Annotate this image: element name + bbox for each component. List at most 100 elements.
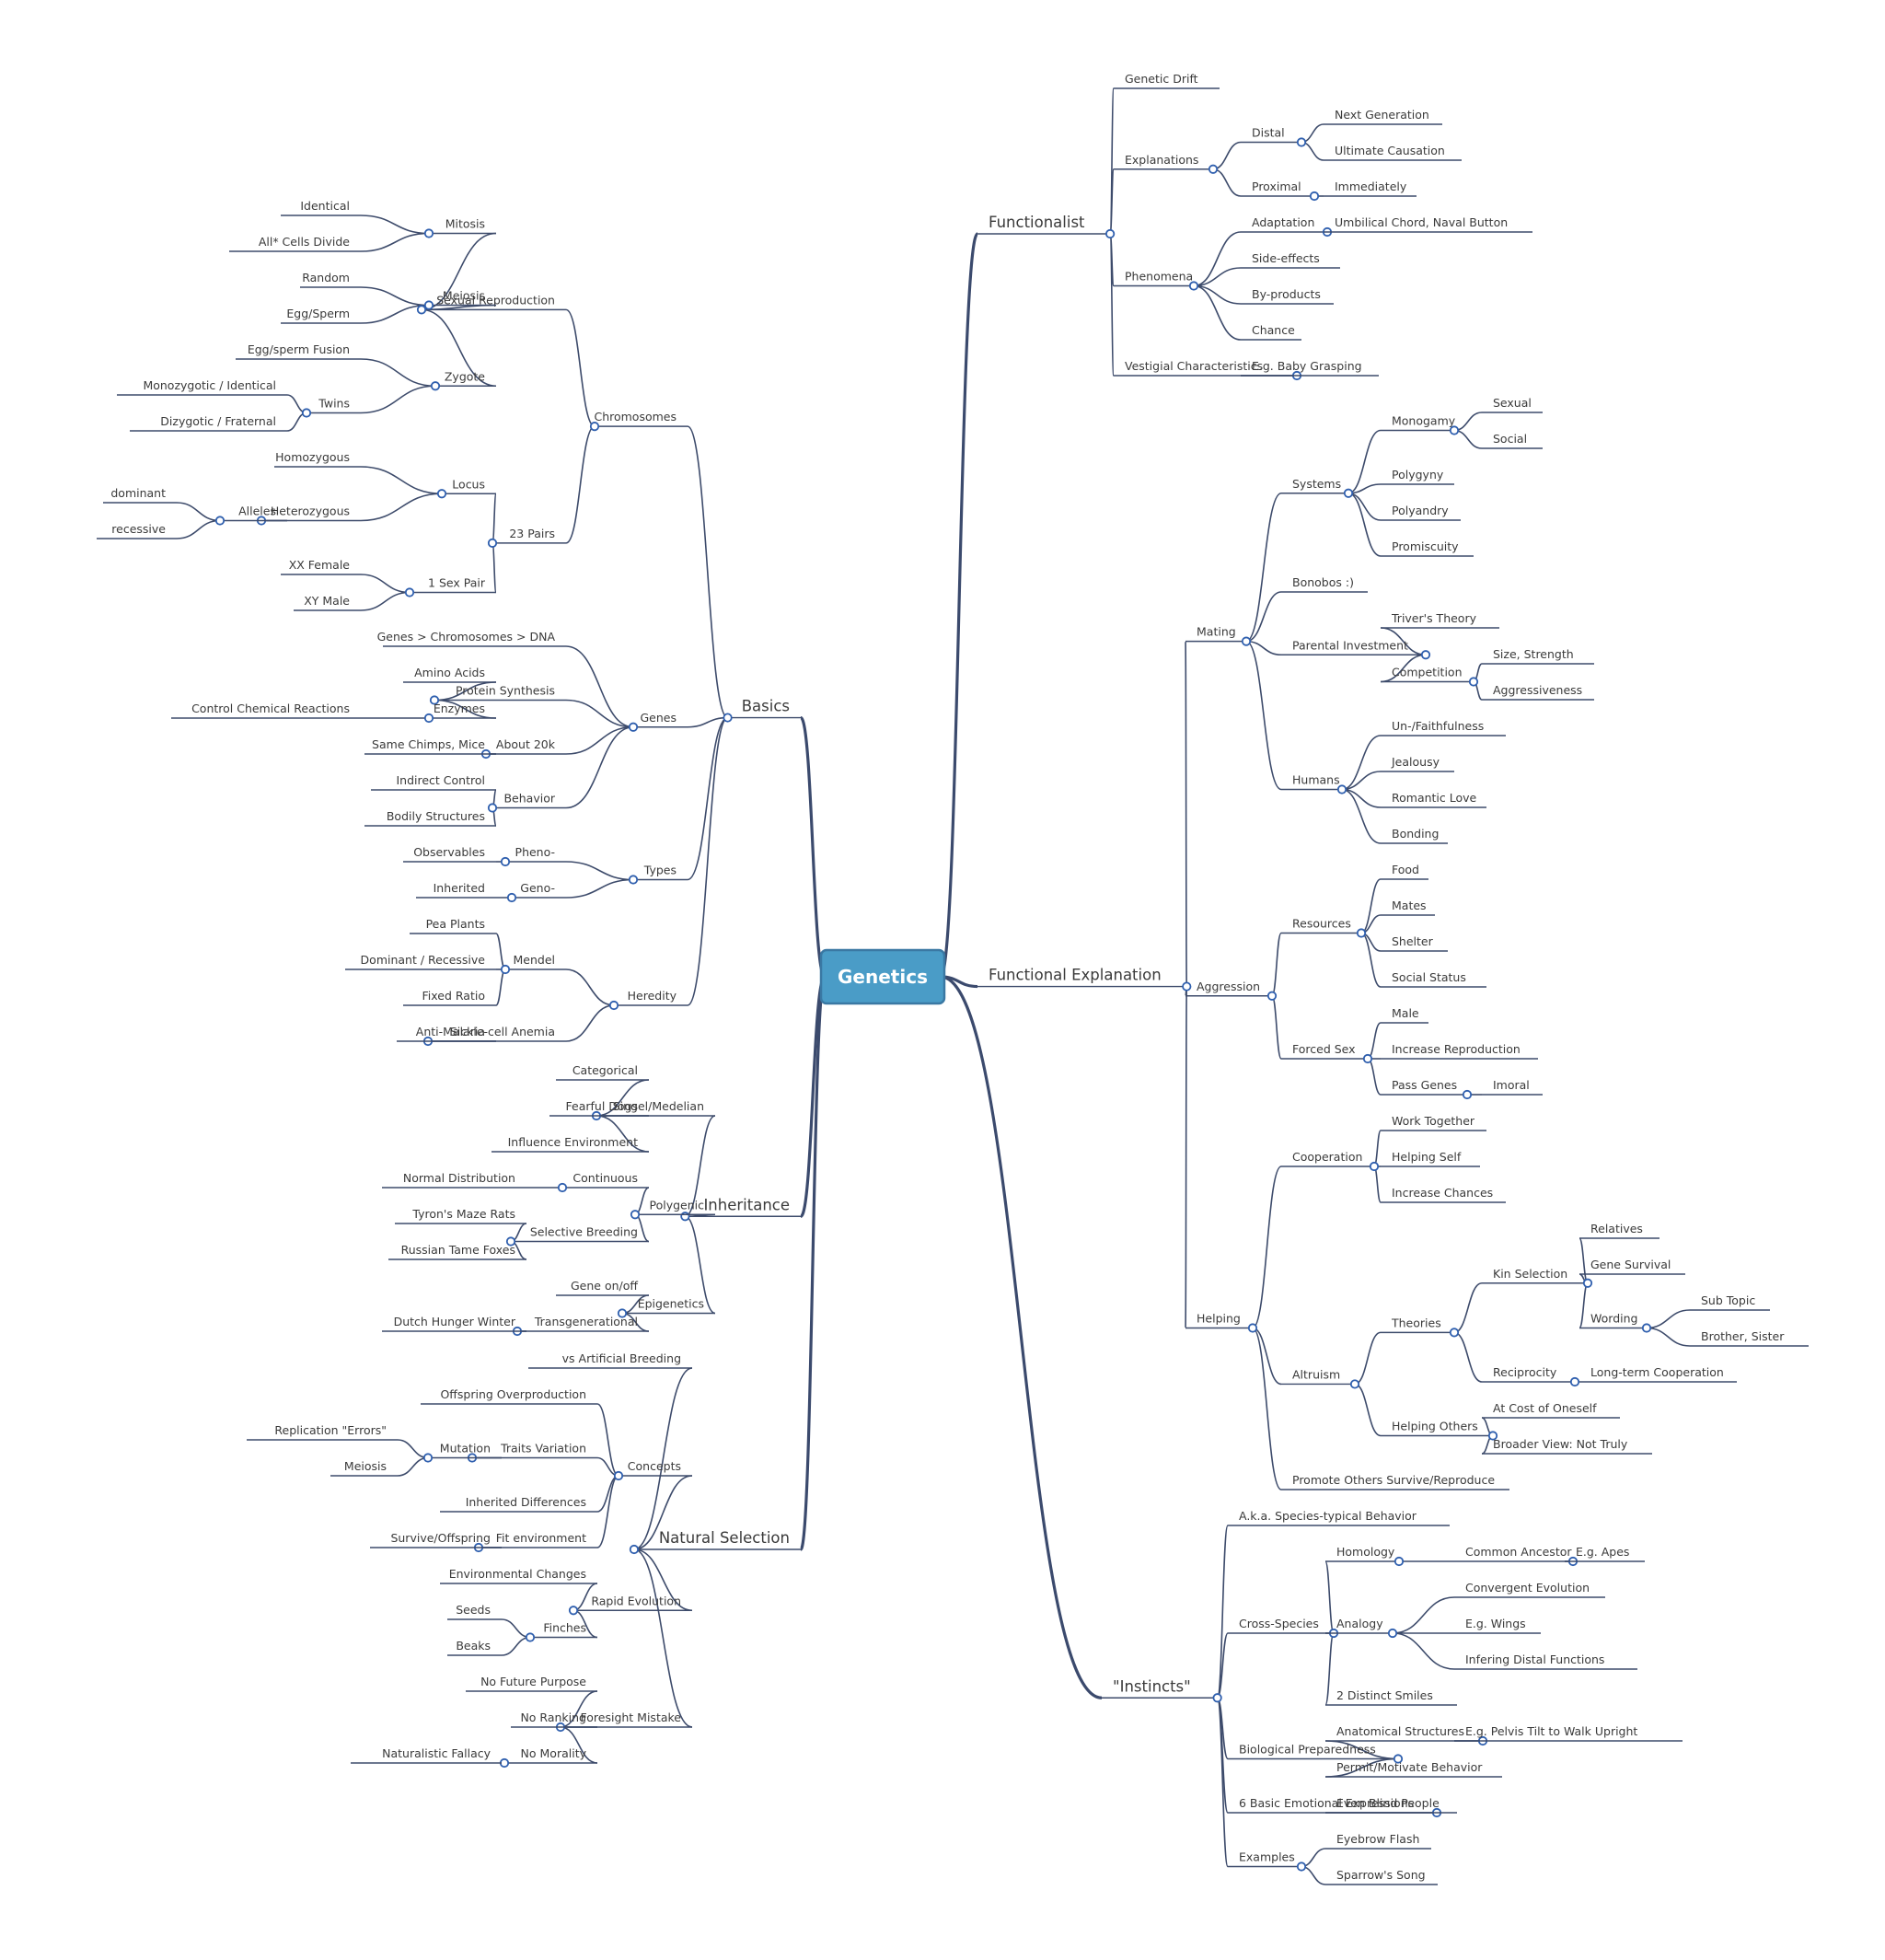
topic-proximal[interactable]: Proximal [1252, 180, 1301, 193]
collapse-toggle-helping[interactable] [1247, 1323, 1258, 1333]
collapse-toggle-chromosomes[interactable] [589, 422, 600, 432]
topic-monozygotic-identical[interactable]: Monozygotic / Identical [143, 378, 276, 392]
topic-helping[interactable]: Helping [1197, 1312, 1241, 1326]
collapse-toggle-mutation[interactable] [422, 1453, 434, 1463]
collapse-toggle-proximal[interactable] [1309, 191, 1320, 202]
topic-pheno[interactable]: Pheno- [515, 845, 555, 859]
collapse-toggle-protein-synthesis[interactable] [429, 695, 440, 705]
topic-explanations[interactable]: Explanations [1125, 153, 1198, 167]
topic-fixed-ratio[interactable]: Fixed Ratio [422, 989, 485, 1003]
topic-offspring-overproduction[interactable]: Offspring Overproduction [440, 1387, 586, 1401]
topic-distal[interactable]: Distal [1252, 126, 1285, 140]
collapse-toggle-functionalist[interactable] [1105, 228, 1116, 239]
collapse-toggle-homology[interactable] [1394, 1556, 1405, 1567]
topic-chromosomes[interactable]: Chromosomes [594, 410, 677, 423]
main-topic-functional-explanation[interactable]: Functional Explanation [989, 967, 1162, 984]
collapse-toggle-mating[interactable] [1241, 636, 1252, 646]
collapse-toggle-genes[interactable] [628, 722, 639, 732]
topic-egg-sperm-fusion[interactable]: Egg/sperm Fusion [248, 342, 350, 356]
topic-geno[interactable]: Geno- [520, 881, 555, 895]
topic-beaks[interactable]: Beaks [456, 1639, 491, 1653]
topic-next-generation[interactable]: Next Generation [1335, 108, 1429, 122]
topic-food[interactable]: Food [1392, 863, 1419, 876]
collapse-toggle-parental-investment[interactable] [1420, 650, 1431, 660]
topic-no-morality[interactable]: No Morality [521, 1746, 587, 1760]
topic-dutch-hunger-winter[interactable]: Dutch Hunger Winter [394, 1315, 516, 1328]
topic-polygyny[interactable]: Polygyny [1392, 468, 1444, 481]
topic-homozygous[interactable]: Homozygous [275, 450, 350, 464]
topic-replication-errors[interactable]: Replication "Errors" [274, 1423, 387, 1437]
topic-promote-others-survive-reproduce[interactable]: Promote Others Survive/Reproduce [1292, 1473, 1495, 1487]
topic-inherited[interactable]: Inherited [434, 881, 485, 895]
topic-genetic-drift[interactable]: Genetic Drift [1125, 72, 1198, 86]
collapse-toggle-epigenetics[interactable] [617, 1308, 628, 1318]
topic-epigenetics[interactable]: Epigenetics [638, 1297, 704, 1311]
topic-alleles[interactable]: Alleles [238, 504, 276, 518]
main-topic-inheritance[interactable]: Inheritance [703, 1196, 790, 1213]
topic-heterozygous[interactable]: Heterozygous [271, 504, 350, 518]
topic-competition[interactable]: Competition [1392, 666, 1463, 679]
topic-rapid-evolution[interactable]: Rapid Evolution [591, 1594, 681, 1607]
topic-promiscuity[interactable]: Promiscuity [1392, 539, 1459, 553]
collapse-toggle-23-pairs[interactable] [487, 538, 498, 548]
topic-6-basic-emotional-expressions[interactable]: 6 Basic Emotional Expressions [1239, 1796, 1414, 1810]
collapse-toggle-types[interactable] [628, 875, 639, 885]
collapse-toggle-helping-others[interactable] [1487, 1431, 1498, 1441]
topic-pea-plants[interactable]: Pea Plants [426, 917, 485, 931]
collapse-toggle-behavior[interactable] [487, 803, 498, 813]
collapse-toggle-sexual-reproduction[interactable] [416, 305, 427, 315]
topic-aggression[interactable]: Aggression [1197, 980, 1260, 993]
topic-all-cells-divide[interactable]: All* Cells Divide [259, 235, 350, 249]
topic-identical[interactable]: Identical [300, 199, 350, 213]
main-topic-basics[interactable]: Basics [742, 698, 790, 715]
topic-e-g-wings[interactable]: E.g. Wings [1465, 1617, 1526, 1630]
collapse-toggle-rapid-evolution[interactable] [568, 1606, 579, 1616]
topic-dizygotic-fraternal[interactable]: Dizygotic / Fraternal [160, 414, 276, 428]
topic-meiosis[interactable]: Meiosis [344, 1459, 387, 1473]
topic-inherited-differences[interactable]: Inherited Differences [466, 1495, 586, 1509]
topic-vs-artificial-breeding[interactable]: vs Artificial Breeding [562, 1351, 681, 1365]
topic-polygenic[interactable]: Polygenic [649, 1198, 704, 1212]
topic-relatives[interactable]: Relatives [1590, 1222, 1643, 1235]
topic-kin-selection[interactable]: Kin Selection [1493, 1267, 1567, 1281]
topic-protein-synthesis[interactable]: Protein Synthesis [456, 684, 555, 698]
topic-biological-preparedness[interactable]: Biological Preparedness [1239, 1743, 1376, 1757]
topic-systems[interactable]: Systems [1292, 477, 1341, 491]
topic-amino-acids[interactable]: Amino Acids [414, 666, 485, 679]
topic-anatomical-structures[interactable]: Anatomical Structures [1336, 1724, 1464, 1738]
topic-random[interactable]: Random [302, 271, 350, 284]
topic-mitosis[interactable]: Mitosis [445, 217, 485, 231]
topic-fit-environment[interactable]: Fit environment [496, 1531, 586, 1545]
topic-at-cost-of-oneself[interactable]: At Cost of Oneself [1493, 1401, 1597, 1415]
collapse-toggle-selective-breeding[interactable] [505, 1236, 516, 1247]
topic-common-ancestor[interactable]: Common Ancestor [1465, 1545, 1572, 1559]
topic-social[interactable]: Social [1493, 432, 1527, 446]
topic-size-strength[interactable]: Size, Strength [1493, 647, 1574, 661]
topic-anti-malaria[interactable]: Anti-Malaria [416, 1025, 485, 1038]
topic-long-term-cooperation[interactable]: Long-term Cooperation [1590, 1365, 1724, 1379]
topic-indirect-control[interactable]: Indirect Control [396, 773, 485, 787]
topic-even-blind-people[interactable]: Even Blind People [1336, 1796, 1440, 1810]
topic-dominant[interactable]: dominant [110, 486, 166, 500]
collapse-toggle-pheno[interactable] [500, 856, 511, 867]
collapse-toggle-monogamy[interactable] [1449, 425, 1460, 435]
topic-concepts[interactable]: Concepts [628, 1459, 681, 1473]
collapse-toggle-theories[interactable] [1449, 1328, 1460, 1338]
collapse-toggle-competition[interactable] [1468, 677, 1479, 687]
topic-genes[interactable]: Genes [640, 711, 677, 725]
topic-about-20k[interactable]: About 20k [496, 737, 556, 751]
collapse-toggle-wording[interactable] [1641, 1323, 1652, 1333]
topic-normal-distribution[interactable]: Normal Distribution [403, 1171, 515, 1185]
topic-bonding[interactable]: Bonding [1392, 827, 1439, 841]
collapse-toggle-meiosis[interactable] [423, 300, 434, 310]
topic-pass-genes[interactable]: Pass Genes [1392, 1078, 1457, 1092]
topic-singel-medelian[interactable]: Singel/Medelian [613, 1099, 704, 1113]
collapse-toggle-distal[interactable] [1296, 137, 1307, 147]
topic-e-g-baby-grasping[interactable]: E.g. Baby Grasping [1252, 359, 1362, 373]
topic-forced-sex[interactable]: Forced Sex [1292, 1042, 1356, 1056]
topic-foresight-mistake[interactable]: Foresight Mistake [581, 1711, 682, 1724]
topic-immediately[interactable]: Immediately [1335, 180, 1407, 193]
collapse-toggle-instincts[interactable] [1212, 1693, 1222, 1703]
topic-selective-breeding[interactable]: Selective Breeding [530, 1225, 638, 1239]
topic-seeds[interactable]: Seeds [456, 1603, 491, 1617]
